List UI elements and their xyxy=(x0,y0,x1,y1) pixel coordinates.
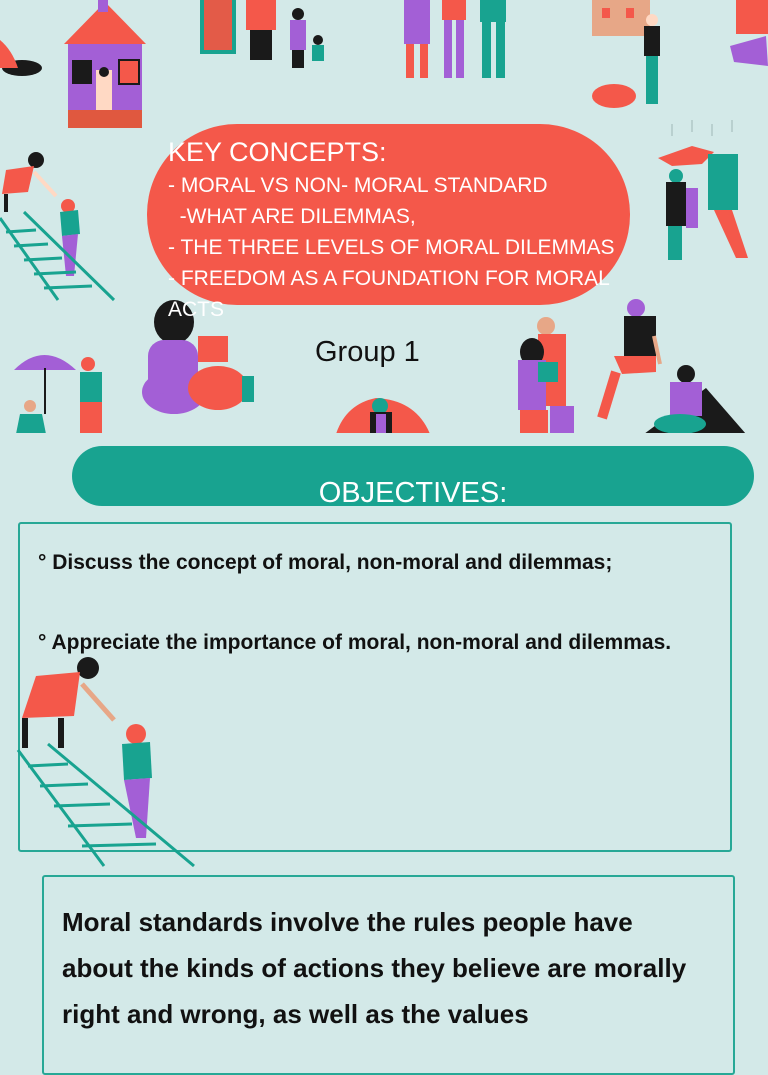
key-concepts-banner xyxy=(147,124,630,305)
key-concept-item: - FREEDOM AS A FOUNDATION FOR MORAL ACTS xyxy=(168,267,614,321)
objective-item: ° Appreciate the importance of moral, no… xyxy=(38,631,672,654)
key-concept-item: - THE THREE LEVELS OF MORAL DILEMMAS xyxy=(168,236,615,259)
moral-standards-text: Moral standards involve the rules people… xyxy=(62,907,687,1029)
house-illustration xyxy=(64,0,146,128)
key-concept-item: -WHAT ARE DILEMMAS, xyxy=(168,205,416,228)
header-illustration-band: KEY CONCEPTS: - MORAL VS NON- MORAL STAN… xyxy=(0,0,768,433)
standing-group-illustration xyxy=(404,0,506,78)
group-label: Group 1 xyxy=(315,336,420,368)
key-concepts-list: - MORAL VS NON- MORAL STANDARD -WHAT ARE… xyxy=(168,170,618,325)
objectives-box xyxy=(18,522,732,852)
key-concepts-title: KEY CONCEPTS: xyxy=(168,137,387,167)
ladder-climb-illustration xyxy=(16,657,195,868)
key-concept-item: - MORAL VS NON- MORAL STANDARD xyxy=(168,174,548,197)
couple-hug-illustration xyxy=(518,317,574,433)
family-door-illustration xyxy=(200,0,324,68)
family-house-illustration xyxy=(592,0,660,108)
umbrella-shelter-illustration xyxy=(14,355,102,433)
sitting-embrace-illustration xyxy=(142,300,254,414)
ladder-help-illustration xyxy=(0,152,116,302)
kneeling-person-illustration xyxy=(730,0,768,66)
objectives-title: OBJECTIVES: xyxy=(318,477,508,506)
person-peeking-illustration xyxy=(0,40,42,76)
objectives-banner: OBJECTIVES: xyxy=(72,446,754,506)
helping-hand-illustration xyxy=(597,299,746,433)
comforting-hug-illustration xyxy=(658,120,748,260)
sitting-person-illustration xyxy=(336,398,430,433)
objective-item: ° Discuss the concept of moral, non-mora… xyxy=(38,551,613,574)
